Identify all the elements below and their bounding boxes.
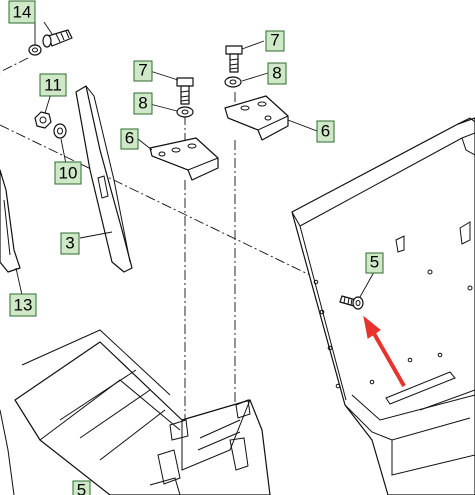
callout-11: 11 [39,73,67,97]
callout-5-right: 5 [365,252,384,274]
callout-3-label: 3 [65,233,74,252]
callout-8-left-label: 8 [138,93,147,112]
nut-11 [34,111,52,129]
callout-6-left-label: 6 [125,128,134,147]
guide-strip-3 [75,85,133,273]
leader-lines [15,21,375,298]
washer-8-right [224,76,242,88]
bolt-7-left [176,77,194,105]
bracket-6-left [149,137,219,181]
side-panel-13 [0,169,21,273]
callout-5-bottom: 5 [72,480,91,495]
callout-6-right-label: 6 [321,121,330,140]
callout-10-label: 10 [59,163,78,182]
callout-13: 13 [9,293,37,317]
washer-10 [53,123,67,139]
callout-13-label: 13 [14,295,33,314]
callout-14: 14 [8,0,36,24]
callout-7-right-label: 7 [270,30,279,49]
callout-5-right-label: 5 [370,252,379,271]
bolt-7-right [225,45,243,73]
callout-3: 3 [60,232,80,255]
callout-6-left: 6 [120,128,139,150]
callout-5-bottom-label: 5 [77,480,86,495]
red-arrow-icon [363,315,406,387]
callout-8-right: 8 [267,62,287,85]
bolt-5 [339,295,364,310]
callout-10: 10 [54,161,82,185]
callout-11-label: 11 [44,75,62,94]
washer-8-left [176,106,194,118]
assembly-centerlines [0,57,346,430]
callout-8-right-label: 8 [272,63,281,82]
callout-7-left: 7 [133,60,153,82]
callout-7-right: 7 [265,30,285,52]
lower-frame [0,329,271,495]
screw-14 [28,29,73,56]
callout-7-left-label: 7 [138,60,147,79]
callout-6-right: 6 [316,120,335,143]
callout-8-left: 8 [133,92,153,115]
hood-panel [291,117,475,495]
bracket-6-right [224,95,289,141]
callout-14-label: 14 [13,2,32,21]
